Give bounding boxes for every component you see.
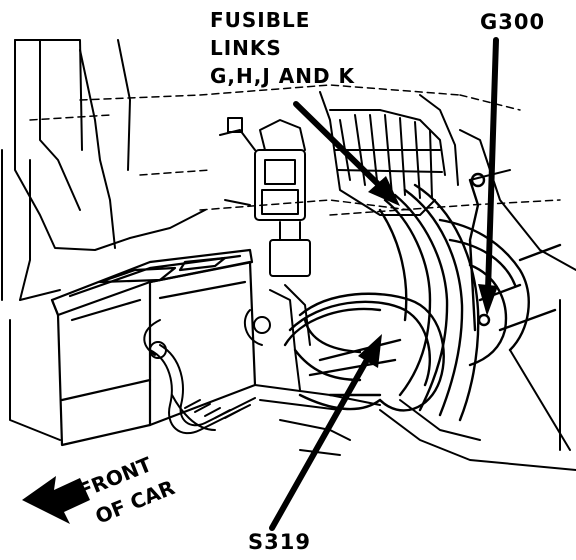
left-fender — [1, 39, 206, 441]
leader-arrows — [22, 37, 499, 531]
fusible-links-line-3: G,H,J AND K — [210, 64, 356, 88]
firewall-outline — [29, 84, 561, 216]
s319-arrowhead — [358, 334, 382, 368]
harness-loom-lower — [171, 284, 311, 431]
g300-label: G300 — [480, 10, 546, 34]
front-of-car-arrow-icon — [22, 476, 90, 524]
main-harness — [283, 172, 562, 422]
fusible-links-arrowhead — [368, 176, 400, 206]
fusible-links-line-2: LINKS — [210, 36, 282, 60]
fusible-links-leader — [293, 101, 385, 191]
battery — [50, 248, 257, 447]
right-inner-fender — [379, 129, 576, 471]
g300-leader — [485, 37, 499, 293]
relay-cluster — [219, 117, 311, 277]
fusible-links-label: FUSIBLE LINKS G,H,J AND K — [210, 6, 355, 90]
fusible-links-line-1: FUSIBLE — [210, 8, 311, 32]
battery-cable-left — [143, 319, 256, 435]
g300-arrowhead — [478, 284, 498, 316]
s319-label: S319 — [248, 530, 311, 554]
s319-leader — [269, 355, 371, 531]
